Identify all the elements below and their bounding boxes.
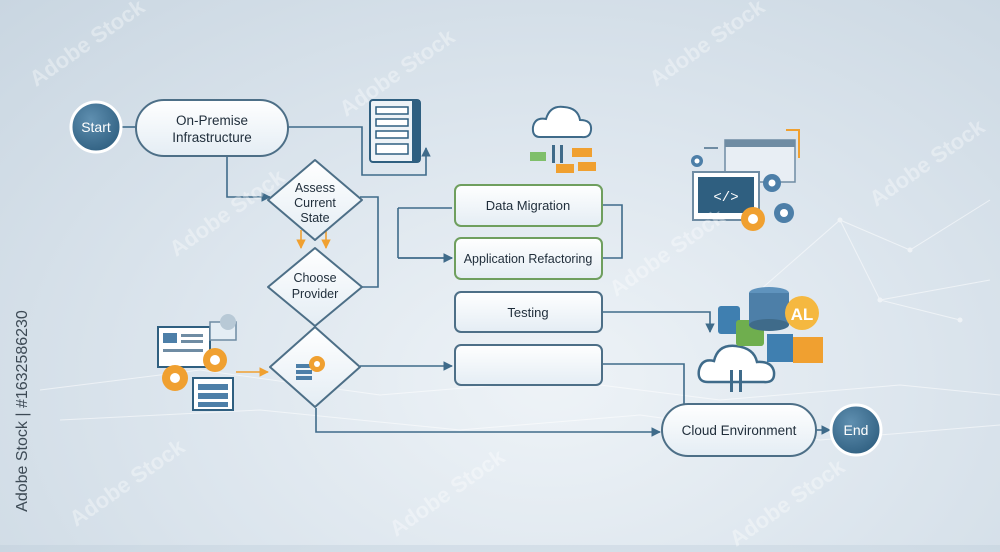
cloud-data-icon — [530, 105, 596, 173]
app-refactoring-node[interactable]: Application Refactoring — [454, 237, 603, 280]
cloud-database-icon: AL — [697, 287, 823, 392]
assess-label-2: Current — [294, 196, 336, 210]
data-migration-label: Data Migration — [486, 198, 571, 213]
end-label: End — [844, 422, 869, 438]
connectors — [122, 126, 831, 437]
connector-decision-cloud — [315, 408, 661, 437]
connector-testing-cloud — [602, 311, 715, 333]
app-refactoring-label: Application Refactoring — [464, 252, 593, 266]
connector-assess-right — [360, 196, 379, 288]
connector-onprem-assess — [226, 156, 271, 202]
start-label: Start — [81, 119, 111, 135]
cloud-environment-label: Cloud Environment — [682, 423, 797, 438]
choose-provider-node[interactable]: Choose Provider — [267, 247, 363, 327]
assess-node[interactable]: Assess Current State — [267, 159, 363, 241]
svg-text:</>: </> — [713, 190, 738, 206]
settings-cluster-icon — [157, 314, 237, 411]
connector-split — [397, 207, 452, 258]
testing-node[interactable]: Testing — [454, 291, 603, 333]
code-window-icon: </> — [692, 129, 800, 221]
server-rack-icon — [369, 99, 421, 163]
connector-onprem-server — [288, 126, 431, 176]
config-decision-node[interactable] — [269, 326, 361, 408]
choose-label-1: Choose — [293, 271, 336, 285]
gears-icon — [691, 155, 794, 231]
ai-badge-label: AL — [791, 305, 814, 324]
start-node[interactable]: Start — [69, 100, 123, 154]
assess-label-1: Assess — [295, 181, 335, 195]
choose-label-2: Provider — [292, 287, 339, 301]
on-premise-label-1: On-Premise — [176, 113, 248, 128]
cloud-environment-node[interactable]: Cloud Environment — [661, 403, 817, 457]
orange-connectors — [236, 230, 331, 377]
data-migration-node[interactable]: Data Migration — [454, 184, 603, 227]
end-node[interactable]: End — [829, 403, 883, 457]
on-premise-node[interactable]: On-Premise Infrastructure — [135, 99, 289, 157]
testing-label: Testing — [507, 305, 548, 320]
stock-credit: Adobe Stock | #1632586230 — [13, 310, 31, 512]
connector-dm-app — [602, 204, 623, 259]
on-premise-label-2: Infrastructure — [172, 130, 252, 145]
gear-icon — [296, 356, 325, 380]
assess-label-3: State — [300, 211, 329, 225]
blank-step-node[interactable] — [454, 344, 603, 386]
